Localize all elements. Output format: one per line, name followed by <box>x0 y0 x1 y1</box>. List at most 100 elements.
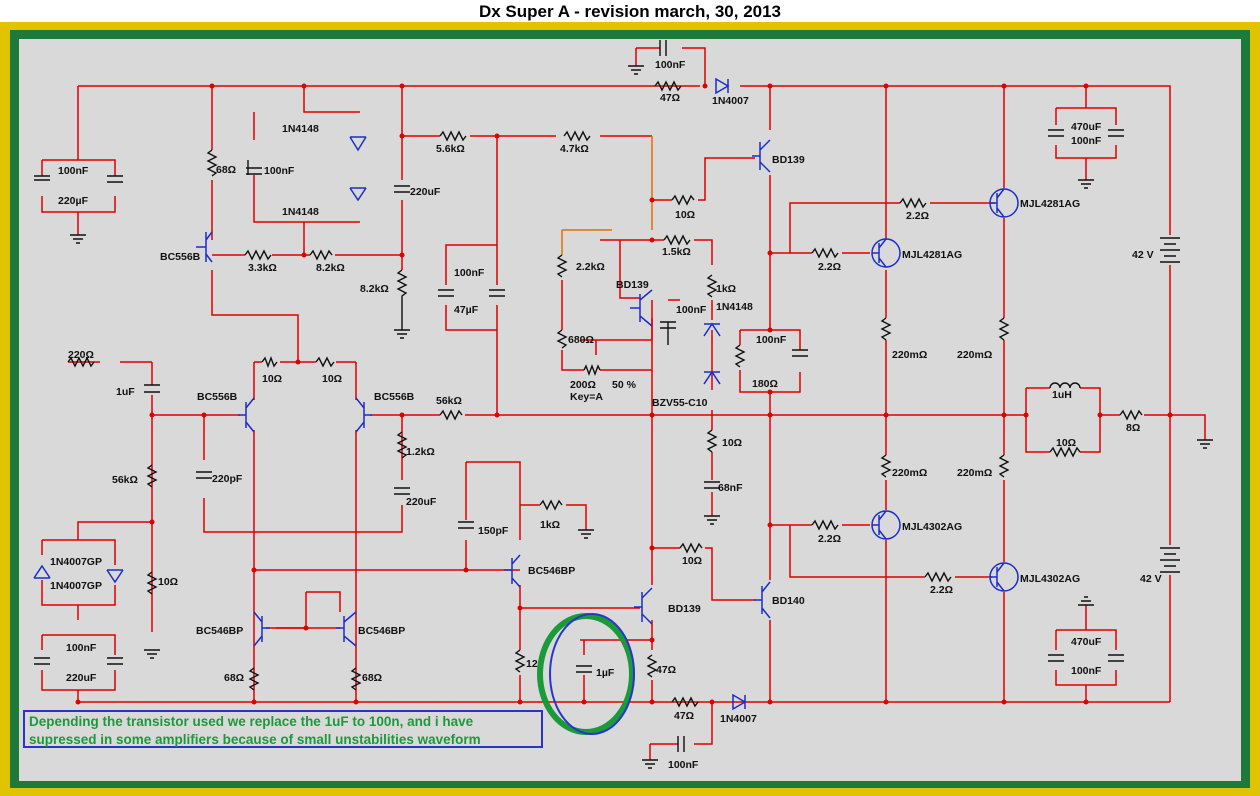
resistor-1k5 <box>663 234 691 246</box>
label: 68Ω <box>362 672 382 684</box>
capacitor-220uf-a <box>394 185 410 193</box>
inductor-1uh <box>1049 382 1081 389</box>
label: 1µF <box>596 667 615 679</box>
label: 56kΩ <box>112 474 138 486</box>
label: 220mΩ <box>957 467 992 479</box>
label: 200Ω <box>570 379 596 391</box>
label: Key=A <box>570 391 603 403</box>
label: 5.6kΩ <box>436 143 465 155</box>
capacitor-top-100nf <box>659 40 667 56</box>
capacitor-1uf-circ <box>576 665 592 673</box>
label: 100nF <box>264 165 295 177</box>
label: BZV55-C10 <box>652 397 708 409</box>
resistor-3k3 <box>244 249 272 261</box>
diodes <box>33 77 747 711</box>
label: 1uH <box>1052 389 1072 401</box>
resistor-4k7 <box>563 130 591 142</box>
resistor-2k2-c <box>811 519 839 531</box>
resistor-10-f <box>679 542 703 554</box>
annotation-note: Depending the transistor used we replace… <box>23 710 543 748</box>
label: BC556B <box>160 251 201 263</box>
label: 100nF <box>1071 135 1102 147</box>
label: BC546BP <box>196 625 243 637</box>
label: 10Ω <box>158 576 178 588</box>
capacitor-68nf <box>704 481 720 489</box>
label: 56kΩ <box>436 395 462 407</box>
label: 1N4007 <box>720 713 757 725</box>
resistor-10-out <box>1049 446 1081 458</box>
label: 220mΩ <box>957 349 992 361</box>
note-line-2: supressed in some amplifiers because of … <box>29 732 481 747</box>
label: 220uF <box>406 496 437 508</box>
resistor-2k2 <box>556 254 568 278</box>
resistor-10-b <box>261 356 278 368</box>
diode-1n4148-a <box>349 136 367 152</box>
capacitor-470uf-top <box>1048 129 1064 137</box>
label: 42 V <box>1140 573 1162 585</box>
resistor-68-r <box>350 667 362 691</box>
label: 470uF <box>1071 121 1102 133</box>
resistor-220m-c <box>880 454 892 478</box>
label: MJL4281AG <box>1020 198 1080 210</box>
resistor-680 <box>556 329 568 349</box>
label: 1.2kΩ <box>406 446 435 458</box>
label: 100nF <box>668 759 699 771</box>
label: 1kΩ <box>716 283 736 295</box>
label: BD140 <box>772 595 805 607</box>
label: 220mΩ <box>892 467 927 479</box>
resistor-2k2-b <box>811 247 839 259</box>
label: 68Ω <box>216 164 236 176</box>
label: 10Ω <box>322 373 342 385</box>
resistor-2k2-d <box>924 571 952 583</box>
label: 470uF <box>1071 636 1102 648</box>
zener-bzv55 <box>703 370 721 385</box>
note-line-1: Depending the transistor used we replace… <box>29 714 474 729</box>
transistors <box>196 139 1019 647</box>
diode-1n4148-b <box>349 187 367 202</box>
label: 12 <box>526 658 538 670</box>
label: 2.2Ω <box>930 584 953 596</box>
label: 220uF <box>66 672 97 684</box>
label: 1N4148 <box>716 301 753 313</box>
label: 100nF <box>66 642 97 654</box>
label: 2.2Ω <box>818 533 841 545</box>
transistor-bc556b-l <box>238 397 255 433</box>
label: 1uF <box>116 386 135 398</box>
transistor-bd139-top <box>752 139 771 173</box>
label: 100nF <box>676 304 707 316</box>
resistor-8k2-a <box>309 249 333 261</box>
capacitor-100nf-d <box>792 349 808 357</box>
resistors <box>67 80 1143 708</box>
label: BD139 <box>772 154 805 166</box>
transistor-bc546bp-l <box>253 611 270 647</box>
potentiometer-200 <box>583 364 601 376</box>
capacitor-150pf <box>458 521 474 529</box>
battery-42v-top <box>1160 237 1180 263</box>
capacitor-220uf-b <box>394 487 410 495</box>
label: 2.2Ω <box>818 261 841 273</box>
resistor-10-d <box>706 429 718 453</box>
label: BD139 <box>668 603 701 615</box>
label: 150pF <box>478 525 509 537</box>
label: BC556B <box>197 391 238 403</box>
label: BD139 <box>616 279 649 291</box>
component-labels: 100nF 47Ω 1N4007 100nF 220µF 1N4148 100n… <box>50 59 1162 771</box>
capacitor-bottom-100nf <box>677 736 685 752</box>
label: 10Ω <box>682 555 702 567</box>
label: 50 % <box>612 379 637 391</box>
label: 2.2Ω <box>906 210 929 222</box>
transistor-bd139-bot <box>634 587 653 625</box>
resistor-10-c <box>315 356 335 368</box>
resistor-5k6 <box>439 130 467 142</box>
label: 100nF <box>655 59 686 71</box>
label: 68nF <box>718 482 743 494</box>
label: 47Ω <box>656 664 676 676</box>
label: 680Ω <box>568 334 594 346</box>
resistor-1k2 <box>396 431 408 459</box>
label: 220mΩ <box>892 349 927 361</box>
label: 47Ω <box>674 710 694 722</box>
transistor-bd140 <box>754 581 771 619</box>
label: 1N4007 <box>712 95 749 107</box>
capacitor-100nf-mid <box>246 160 262 175</box>
